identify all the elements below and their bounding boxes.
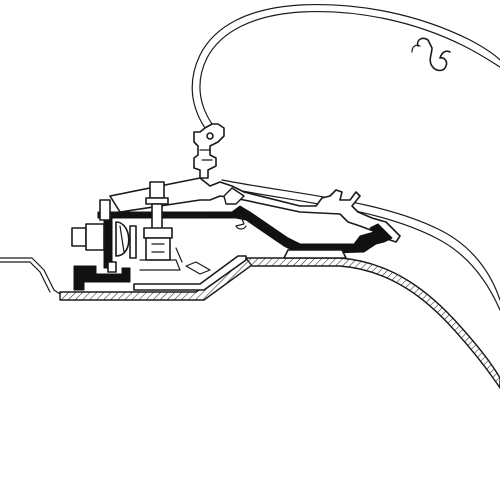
spacer-detail [139, 215, 211, 271]
vehicle-side-wall [245, 249, 500, 389]
awning-cassette-profile [191, 4, 500, 129]
wall-rail-profile [193, 123, 225, 179]
mounting-adapter-bracket [97, 177, 401, 269]
clamp-hook [73, 261, 131, 291]
bolt-and-nut [71, 181, 173, 261]
awning-front-arm [221, 179, 500, 311]
